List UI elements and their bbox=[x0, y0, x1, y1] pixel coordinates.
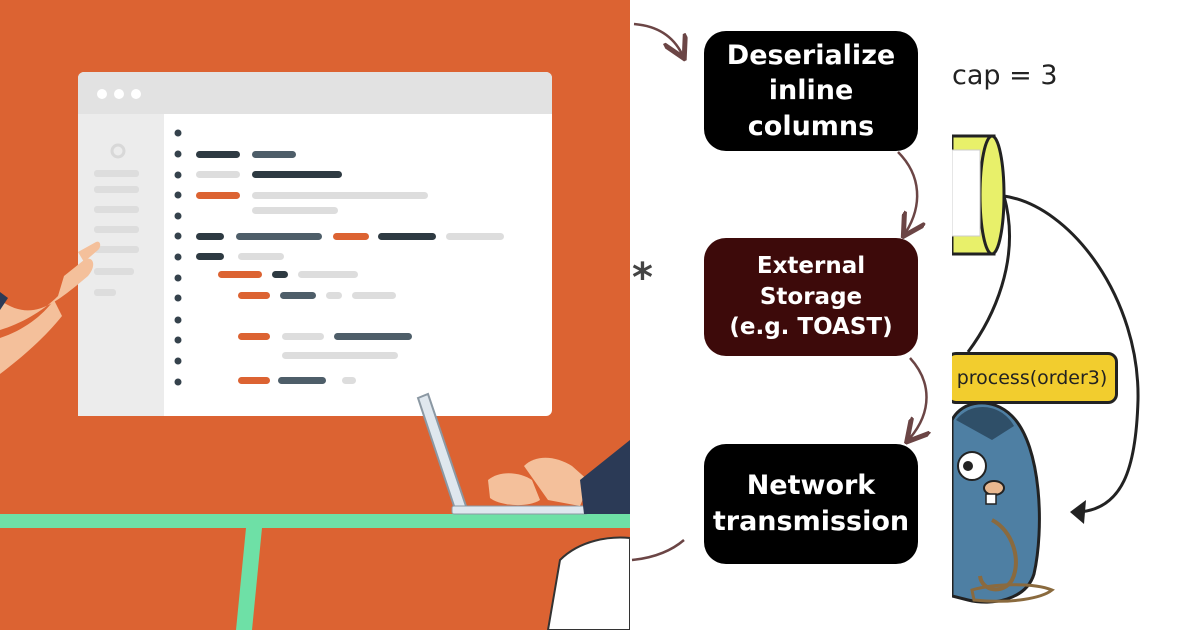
channel-curve bbox=[1003, 194, 1140, 514]
code-line-bullets bbox=[174, 129, 182, 386]
code-lines bbox=[196, 151, 504, 384]
step-external-storage: External Storage (e.g. TOAST) bbox=[704, 238, 918, 356]
speech-bubble-text: process(order3) bbox=[956, 367, 1108, 389]
chair bbox=[546, 536, 630, 630]
flow-arrows bbox=[631, 22, 952, 562]
speech-bubble: process(order3) bbox=[952, 352, 1118, 404]
pointing-hand bbox=[0, 258, 94, 330]
illustration-graphic bbox=[0, 72, 630, 630]
step-external-storage-label: External Storage (e.g. TOAST) bbox=[729, 253, 893, 341]
developer-illustration bbox=[0, 0, 630, 630]
flow-arrow-2 bbox=[910, 357, 927, 438]
flow-arrow-in bbox=[633, 22, 682, 54]
window-dot-icon bbox=[97, 89, 107, 99]
step-network-transmission: Network transmission bbox=[704, 444, 918, 564]
gopher-channel-illustration: cap = 3 process(order3) bbox=[952, 0, 1200, 630]
flow-arrow-1 bbox=[897, 151, 917, 232]
cap-label: cap = 3 bbox=[952, 60, 1058, 91]
step-network-transmission-label: Network transmission bbox=[712, 470, 910, 537]
arrowhead-icon bbox=[1070, 500, 1086, 524]
window-dot-icon bbox=[114, 89, 124, 99]
step-deserialize-label: Deserialize inline columns bbox=[726, 39, 896, 142]
whiteboard-window bbox=[78, 72, 552, 416]
table-edge bbox=[0, 514, 630, 528]
flow-arrow-out bbox=[631, 539, 685, 562]
window-dot-icon bbox=[131, 89, 141, 99]
processing-flow: * Deserialize inline columns External St… bbox=[630, 0, 952, 630]
step-deserialize: Deserialize inline columns bbox=[704, 31, 918, 151]
table-leg bbox=[236, 528, 262, 630]
gopher-graphic bbox=[952, 134, 1140, 604]
gear-icon bbox=[110, 143, 126, 159]
typing-hands bbox=[488, 473, 540, 506]
asterisk-mark: * bbox=[632, 255, 653, 301]
